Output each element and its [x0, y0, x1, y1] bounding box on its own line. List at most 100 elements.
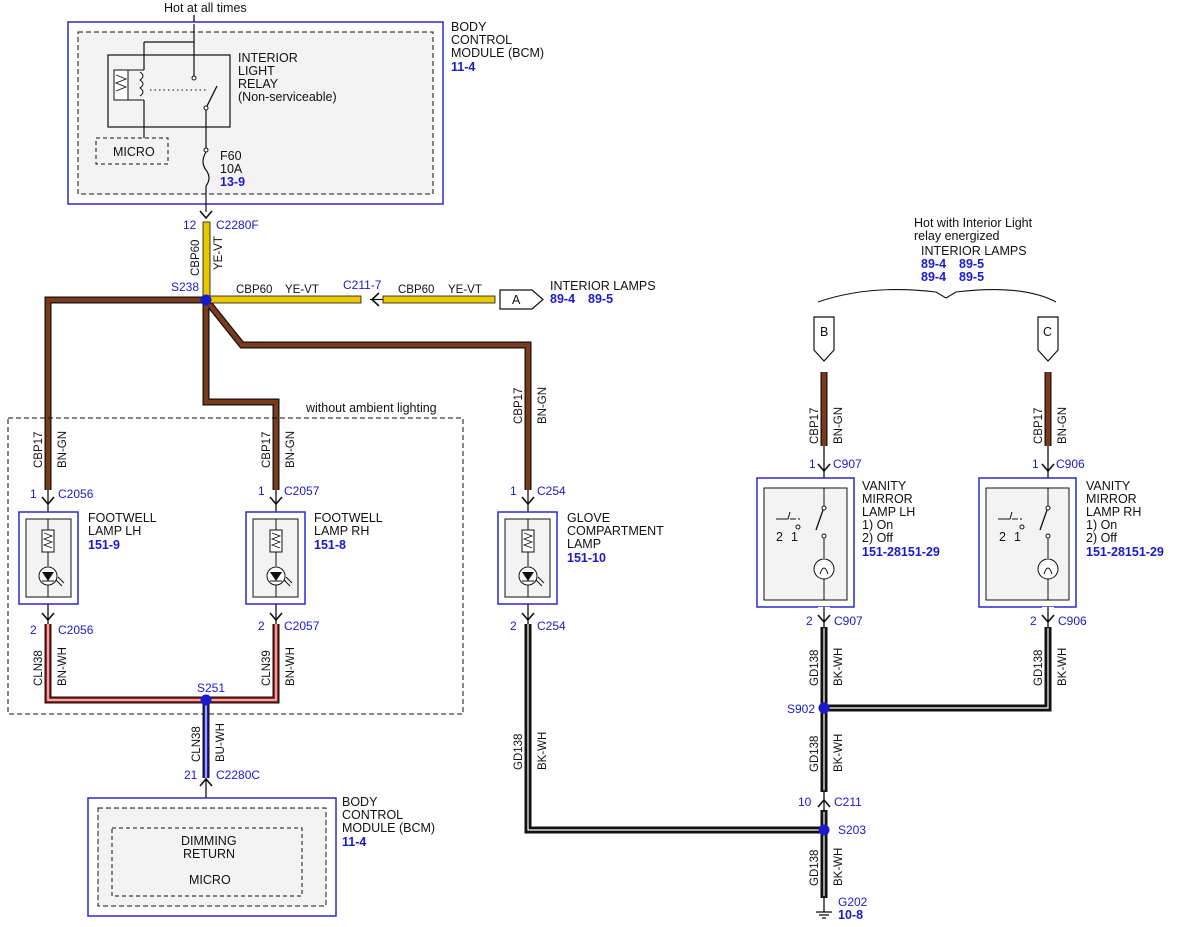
hot-at-all-times-label: Hot at all times [164, 1, 247, 15]
c211-label: C211 [834, 795, 862, 809]
svg-text:CBP17: CBP17 [513, 388, 525, 424]
c2056-label-bottom: C2056 [58, 623, 94, 637]
c906-pin1: 1 [1032, 457, 1039, 471]
wire-labels-cln: CLN38 BN-WH CLN39 BN-WH [33, 647, 297, 686]
svg-text:CLN39: CLN39 [261, 650, 273, 686]
svg-text:BN-GN: BN-GN [1057, 407, 1069, 444]
c2280c-pin: 21 [184, 768, 198, 782]
svg-text:89-4: 89-4 [550, 292, 575, 306]
c254-pin1: 1 [510, 484, 517, 498]
svg-text:89-5: 89-5 [959, 270, 984, 284]
svg-text:BN-WH: BN-WH [57, 647, 69, 686]
micro-bottom-box [111, 827, 303, 897]
svg-text:INTERIOR: INTERIOR [238, 51, 298, 65]
ambient-lighting-label: without ambient lighting [305, 401, 437, 415]
svg-text:CBP60: CBP60 [236, 284, 272, 296]
bcm-top-title: BODY CONTROL MODULE (BCM) 11-4 [451, 20, 544, 74]
svg-text:2: 2 [776, 530, 783, 544]
svg-text:RETURN: RETURN [183, 847, 235, 861]
svg-text:BODY: BODY [342, 795, 378, 809]
c2057-pin2: 2 [258, 619, 265, 633]
svg-text:BN-GN: BN-GN [57, 431, 69, 468]
connector-c: C [1037, 316, 1059, 362]
svg-text:GD138: GD138 [809, 736, 821, 772]
svg-text:GD138: GD138 [809, 650, 821, 686]
svg-text:(Non-serviceable): (Non-serviceable) [238, 90, 337, 104]
svg-text:BN-GN: BN-GN [833, 407, 845, 444]
glove-compartment-lamp: GLOVE COMPARTMENT LAMP 151-10 [497, 511, 664, 605]
svg-text:CBP17: CBP17 [1033, 408, 1045, 444]
micro-top-label: MICRO [113, 145, 155, 159]
svg-text:YE-VT: YE-VT [448, 284, 482, 296]
svg-text:YE-VT: YE-VT [213, 236, 225, 270]
svg-text:FOOTWELL: FOOTWELL [314, 511, 383, 525]
svg-text:VANITY: VANITY [1086, 479, 1131, 493]
svg-text:11-4: 11-4 [342, 835, 366, 849]
svg-text:G202: G202 [838, 895, 868, 909]
c907-pin1: 1 [809, 457, 816, 471]
svg-text:CBP17: CBP17 [261, 432, 273, 468]
svg-text:B: B [820, 325, 828, 339]
svg-text:151-28151-29: 151-28151-29 [862, 545, 940, 559]
svg-text:BK-WH: BK-WH [537, 732, 549, 770]
c2056-pin1: 1 [30, 487, 37, 501]
wire-vanity-feed [821, 372, 1051, 446]
wire-cbp60-horizontal: CBP60 YE-VT CBP60 YE-VT [205, 284, 496, 307]
wire-labels-cbp17: CBP17 BN-GN CBP17 BN-GN CBP17 BN-GN [33, 387, 549, 468]
svg-text:LIGHT: LIGHT [238, 64, 275, 78]
s902-label: S902 [787, 702, 815, 716]
svg-text:BN-GN: BN-GN [537, 387, 549, 424]
svg-text:CONTROL: CONTROL [342, 808, 403, 822]
splice-s203 [818, 824, 830, 836]
svg-text:DIMMING: DIMMING [181, 834, 237, 848]
svg-text:GLOVE: GLOVE [567, 511, 610, 525]
bcm-top-inner [77, 31, 434, 195]
svg-text:CONTROL: CONTROL [451, 33, 512, 47]
vanity-header: Hot with Interior Light relay energized … [817, 216, 1057, 303]
c2057-label-bottom: C2057 [284, 619, 320, 633]
wire-labels-vanity-feed: CBP17 BN-GN CBP17 BN-GN [809, 407, 1069, 444]
s203-label: S203 [838, 823, 866, 837]
c2057-label-top: C2057 [284, 484, 320, 498]
c2280f-label: C2280F [216, 218, 259, 232]
svg-text:2: 2 [999, 530, 1006, 544]
c254-label-top: C254 [537, 484, 566, 498]
svg-text:151-10: 151-10 [567, 551, 606, 565]
c907-label-bottom: C907 [834, 614, 863, 628]
svg-text:YE-VT: YE-VT [285, 284, 319, 296]
c2056-pin2: 2 [30, 623, 37, 637]
svg-text:LAMP RH: LAMP RH [314, 524, 369, 538]
svg-text:10-8: 10-8 [838, 908, 863, 922]
svg-text:INTERIOR LAMPS: INTERIOR LAMPS [550, 279, 656, 293]
svg-text:CBP17: CBP17 [33, 432, 45, 468]
svg-text:RELAY: RELAY [238, 77, 279, 91]
svg-text:151-28151-29: 151-28151-29 [1086, 545, 1164, 559]
s251-label: S251 [197, 681, 225, 695]
svg-text:CBP60: CBP60 [190, 240, 202, 276]
wire-cbp60-vertical: CBP60 YE-VT [190, 221, 225, 301]
interior-light-relay: INTERIOR LIGHT RELAY (Non-serviceable) [107, 24, 337, 150]
svg-text:BN-GN: BN-GN [285, 431, 297, 468]
svg-text:CLN38: CLN38 [33, 650, 45, 686]
svg-text:F60: F60 [220, 149, 242, 163]
svg-text:LAMP RH: LAMP RH [1086, 505, 1141, 519]
svg-text:1: 1 [791, 530, 798, 544]
svg-text:151-9: 151-9 [88, 538, 120, 552]
wire-label-cln38-vert: CLN38 [191, 726, 203, 762]
c906-label-bottom: C906 [1058, 614, 1087, 628]
c907-label-top: C907 [833, 457, 862, 471]
svg-text:89-4: 89-4 [921, 270, 946, 284]
svg-text:CBP17: CBP17 [809, 408, 821, 444]
micro-top-box [95, 137, 169, 165]
svg-text:GD138: GD138 [1033, 650, 1045, 686]
dimming-return-label: DIMMING RETURN [181, 834, 237, 861]
svg-text:COMPARTMENT: COMPARTMENT [567, 524, 664, 538]
svg-text:2) Off: 2) Off [862, 531, 894, 545]
connector-a: A [499, 289, 544, 310]
svg-text:MIRROR: MIRROR [862, 492, 913, 506]
c254-label-bottom: C254 [537, 619, 566, 633]
c2280c-label: C2280C [216, 768, 260, 782]
svg-text:2) Off: 2) Off [1086, 531, 1118, 545]
svg-text:Hot with Interior Light: Hot with Interior Light [914, 216, 1033, 230]
